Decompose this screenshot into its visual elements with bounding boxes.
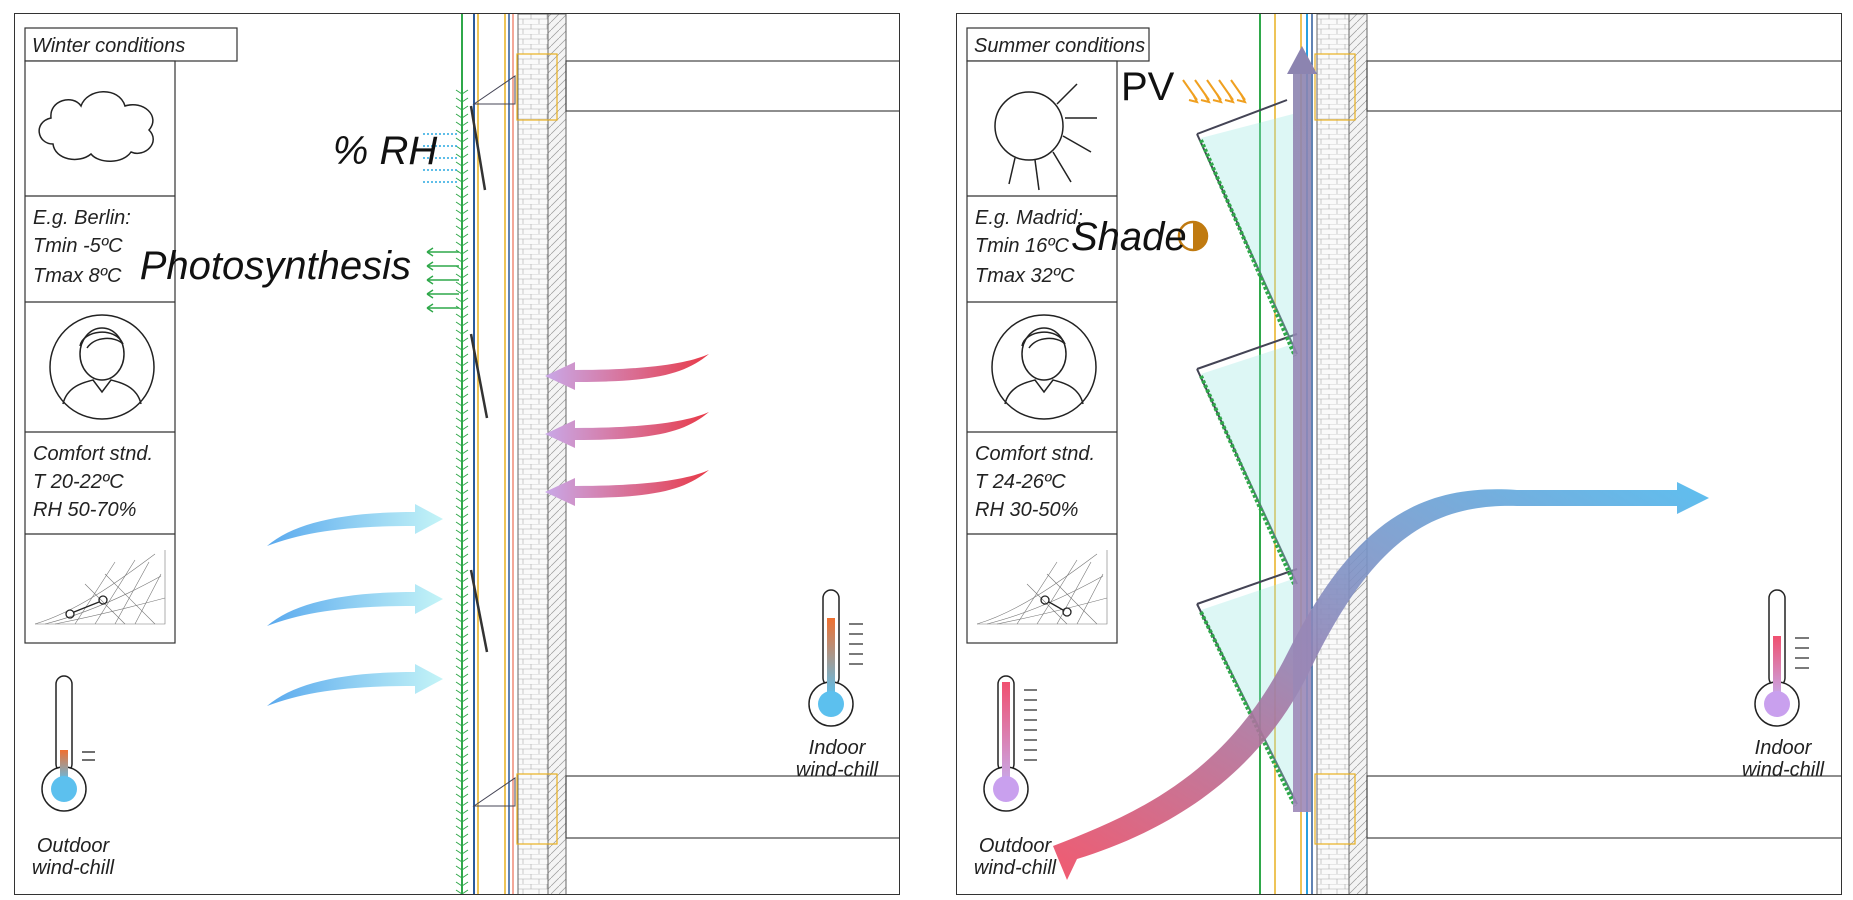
comfort-humidity: RH 50-70% (33, 499, 136, 521)
tmin-text: Tmin 16ºC (975, 235, 1070, 257)
cold-air-arrows (267, 504, 443, 706)
person-icon (991, 314, 1097, 420)
summer-diagram: Summer conditions E.g. Madrid: Tmin 16ºC… (966, 14, 1841, 894)
indoor-label-line2: wind-chill (796, 759, 879, 781)
humidity-arrows (423, 133, 459, 183)
shade-icon (1177, 220, 1209, 252)
outdoor-thermometer-icon (983, 675, 1037, 812)
comfort-temperature: T 20-22ºC (33, 471, 124, 493)
cloud-icon (38, 91, 154, 162)
comfort-temperature: T 24-26ºC (975, 471, 1066, 493)
header-title: Winter conditions (32, 35, 185, 57)
outdoor-label-line2: wind-chill (32, 857, 115, 879)
city-line: E.g. Berlin: (33, 207, 131, 229)
outdoor-label-line1: Outdoor (37, 835, 111, 857)
indoor-label-line1: Indoor (809, 737, 867, 759)
rh-label: % RH (333, 129, 438, 173)
indoor-thermometer-icon (808, 589, 863, 727)
warm-air-arrows (545, 354, 709, 506)
header-box (966, 27, 1150, 62)
city-line: E.g. Madrid: (975, 207, 1083, 229)
outdoor-label-line2: wind-chill (974, 857, 1057, 879)
sun-icon (994, 83, 1097, 191)
outdoor-thermometer-icon (41, 675, 95, 812)
indoor-label-line1: Indoor (1755, 737, 1813, 759)
winter-diagram: Winter conditions E.g. Berlin: Tmin -5ºC… (24, 14, 899, 894)
airflow-arrow (1053, 482, 1709, 880)
indoor-thermometer-icon (1754, 589, 1809, 727)
winter-panel: Winter conditions E.g. Berlin: Tmin -5ºC… (14, 13, 900, 895)
indoor-label-line2: wind-chill (1742, 759, 1825, 781)
outdoor-label-line1: Outdoor (979, 835, 1053, 857)
photosynthesis-label: Photosynthesis (140, 244, 411, 288)
tmax-text: Tmax 32ºC (975, 265, 1075, 287)
header-box (24, 27, 238, 62)
pv-sun-rays-icon (1182, 79, 1247, 104)
photosynthesis-arrows (426, 247, 459, 313)
green-wall-section (455, 14, 899, 894)
psychrometric-chart-icon (34, 550, 166, 625)
shade-label: Shade (1071, 215, 1187, 259)
stack-effect-arrow (1287, 46, 1317, 812)
header-title: Summer conditions (974, 35, 1145, 57)
pv-label: PV (1121, 65, 1175, 109)
person-icon (49, 314, 155, 420)
tmax-text: Tmax 8ºC (33, 265, 122, 287)
summer-panel: Summer conditions E.g. Madrid: Tmin 16ºC… (956, 13, 1842, 895)
comfort-title: Comfort stnd. (975, 443, 1095, 465)
psychrometric-chart-icon (976, 550, 1108, 625)
tmin-text: Tmin -5ºC (33, 235, 123, 257)
comfort-title: Comfort stnd. (33, 443, 153, 465)
comfort-humidity: RH 30-50% (975, 499, 1078, 521)
